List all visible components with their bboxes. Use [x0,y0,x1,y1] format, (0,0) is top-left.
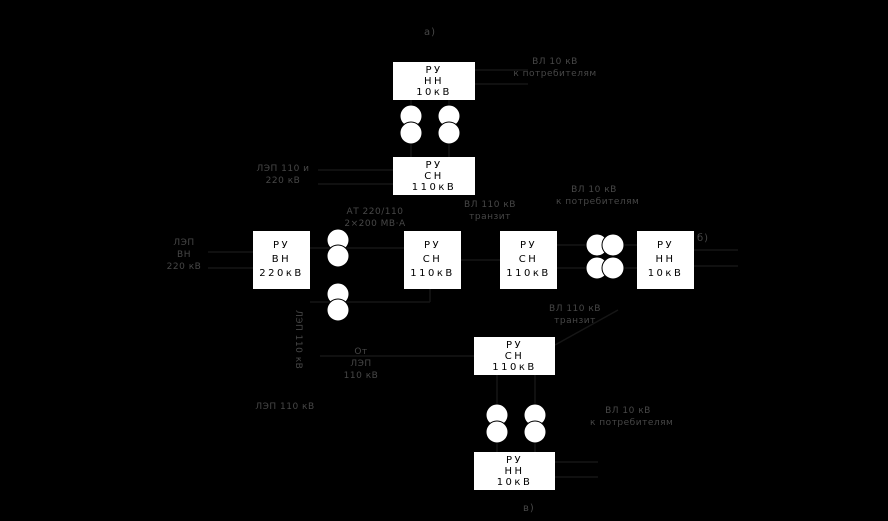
transformer-icon [585,233,625,257]
label-line: к потребителям [590,418,674,428]
label-line: ВЛ 110 кВ [549,304,601,314]
box-line: 220кВ [259,268,304,279]
feeders-label-v: ВЛ 10 кВ к потребителям [590,405,674,429]
box-line: 110кВ [506,268,551,279]
feeders-label-b: ВЛ 10 кВ к потребителям [556,184,640,208]
box-line: 10кВ [647,268,684,279]
ru-sn-110kv-box-a: РУ СН 110кВ [393,157,475,195]
label-line: АТ 220/110 [346,207,404,217]
ru-sn-110kv-box-b1: РУ СН 110кВ [404,231,461,289]
box-line: СН [518,254,539,265]
feeders-label-a: ВЛ 10 кВ к потребителям [485,56,625,80]
label-line: ВН [177,250,191,260]
box-line: 110кВ [492,362,537,373]
box-line: РУ [519,240,538,251]
scheme-tag-b: б) [697,233,710,244]
ru-vn-220kv-box-b: РУ ВН 220кВ [253,231,310,289]
label-line: От [354,347,368,357]
ru-sn-110kv-box-v: РУ СН 110кВ [474,337,555,375]
transformer-icon [399,104,423,145]
scheme-tag-a: а) [424,27,437,38]
transit-line-label-v: ВЛ 110 кВ транзит [544,303,606,327]
transformer-icon [437,104,461,145]
label-line: ВЛ 10 кВ [532,57,578,67]
incoming-lines-label-a: ЛЭП 110 и 220 кВ [247,163,319,187]
box-line: СН [422,254,443,265]
tap-line-vertical-label-v: ЛЭП 110 кВ [293,310,303,370]
label-line: ЛЭП [173,238,195,248]
label-line: ЛЭП 110 и [256,164,310,174]
label-line: транзит [469,212,511,222]
box-line: НН [423,76,445,87]
label-line: 220 кВ [265,176,301,186]
box-line: РУ [656,240,675,251]
label-line: ВЛ 10 кВ [605,406,651,416]
ru-sn-110kv-box-b2: РУ СН 110кВ [500,231,557,289]
transformer-icon [326,282,350,322]
box-line: РУ [425,65,443,76]
box-line: СН [424,171,444,182]
box-line: РУ [505,340,524,351]
label-line: транзит [554,316,596,326]
transformer-icon [485,403,509,444]
label-line: ВЛ 110 кВ [464,200,516,210]
box-line: СН [504,351,525,362]
box-line: 110кВ [411,182,457,193]
box-line: РУ [423,240,442,251]
ru-nn-10kv-box-v: РУ НН 10кВ [474,452,555,490]
ru-nn-10kv-box-a: РУ НН 10кВ [393,62,475,100]
label-line: к потребителям [556,197,640,207]
incoming-lines-label-v: ЛЭП 110 кВ [253,401,317,413]
label-line: к потребителям [513,69,597,79]
tap-line-small-label-v: От ЛЭП 110 кВ [340,346,382,382]
ru-nn-10kv-box-b: РУ НН 10кВ [637,231,694,289]
box-line: 110кВ [410,268,455,279]
transformer-icon [523,403,547,444]
label-line: ЛЭП 110 кВ [255,402,315,412]
box-line: 10кВ [416,87,452,98]
label-line: 110 кВ [343,371,379,381]
box-line: РУ [505,455,524,466]
box-line: НН [504,466,525,477]
autotransformer-label-b: АТ 220/110 2×200 МВ·А [342,206,408,230]
transformer-icon [585,256,625,280]
box-line: НН [655,254,676,265]
transformer-icon [326,228,350,268]
box-line: РУ [425,160,443,171]
label-line: ЛЭП [350,359,372,369]
label-line: 220 кВ [166,262,202,272]
label-line: ВЛ 10 кВ [571,185,617,195]
transit-line-label-b: ВЛ 110 кВ транзит [460,199,520,223]
label-line: 2×200 МВ·А [344,219,406,229]
box-line: ВН [271,254,292,265]
incoming-lines-label-b: ЛЭП ВН 220 кВ [160,237,208,273]
box-line: 10кВ [496,477,533,488]
box-line: РУ [272,240,291,251]
scheme-tag-v: в) [523,503,535,514]
